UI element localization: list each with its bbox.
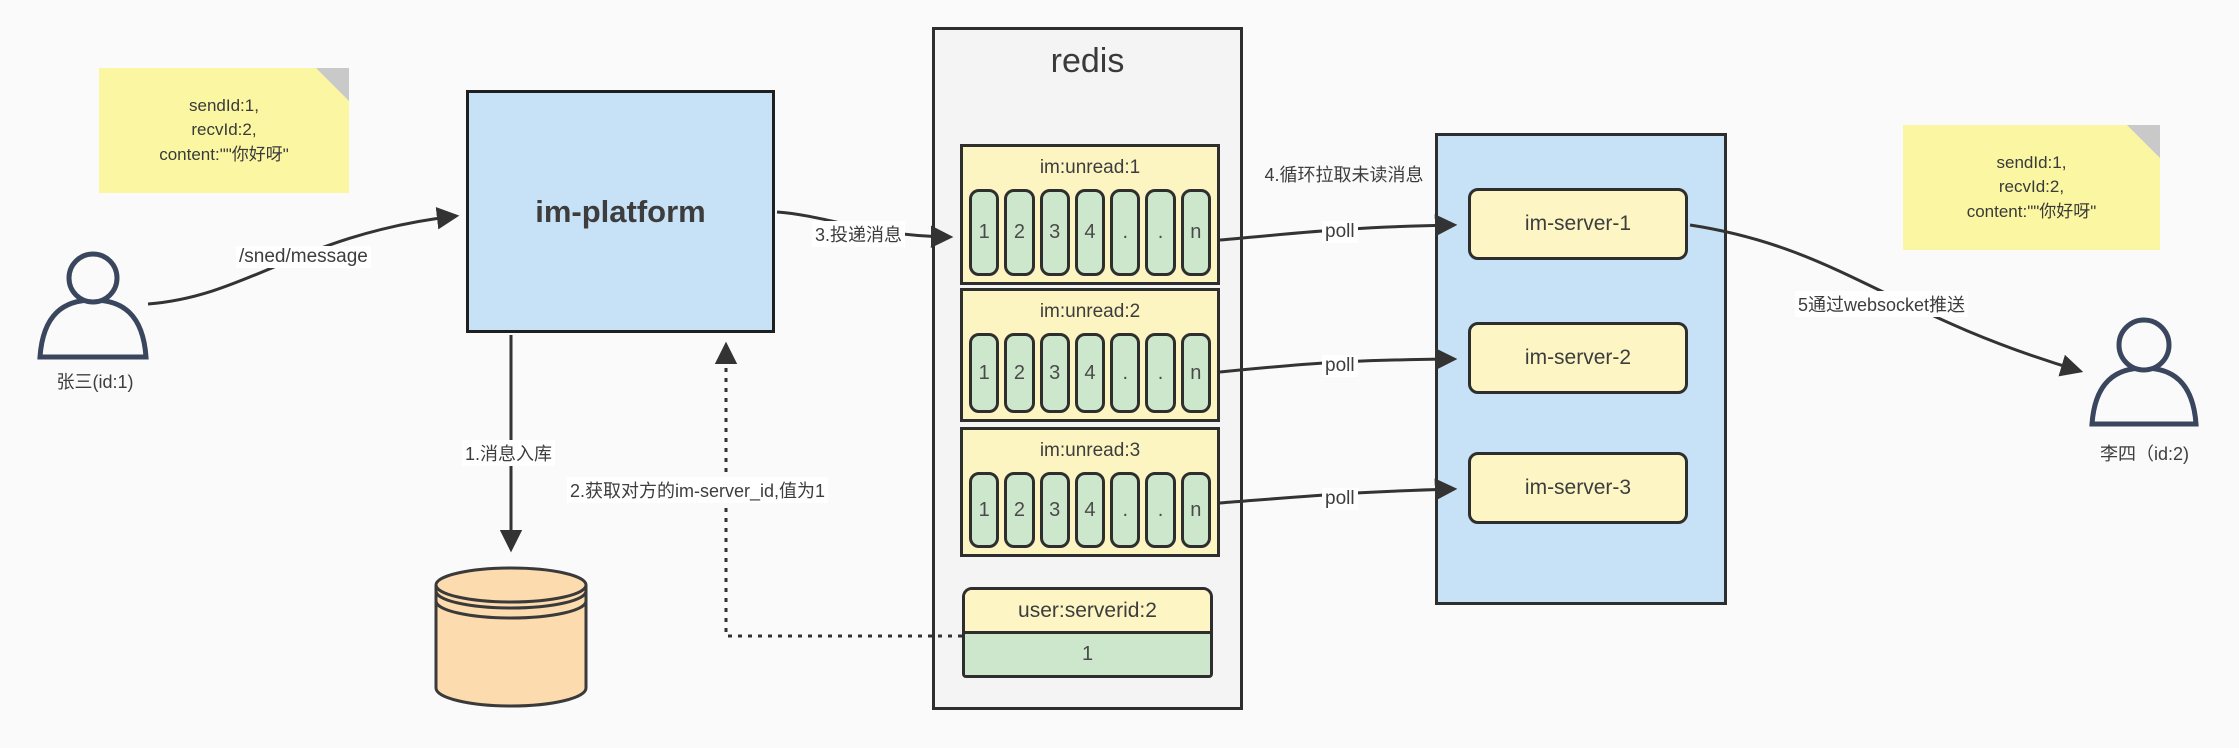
queue-cell: 3: [1039, 333, 1070, 413]
redis-title: redis: [1050, 42, 1125, 80]
queue-cell: .: [1145, 189, 1176, 276]
queue-cell: 4: [1074, 333, 1106, 413]
poll-label-1: poll: [1322, 221, 1358, 243]
note-line: content:""你好呀": [1966, 201, 2097, 221]
queue-cell: 3: [1039, 189, 1070, 276]
im-platform-label: im-platform: [535, 193, 706, 229]
message-note-right: sendId:1, recvId:2, content:""你好呀": [1903, 125, 2160, 250]
queue-cell: .: [1110, 189, 1141, 276]
kv-key: user:serverid:2: [965, 590, 1210, 634]
step3-label: 3.投递消息: [812, 221, 906, 247]
note-line: recvId:2,: [191, 120, 257, 140]
poll-label-2: poll: [1322, 355, 1358, 377]
sender-label: 张三(id:1): [56, 372, 134, 392]
receiver-user-icon: [2089, 317, 2199, 427]
im-platform-box: im-platform: [466, 90, 775, 333]
note-line: content:""你好呀": [159, 144, 289, 164]
queue-cell: 1: [969, 472, 1000, 548]
note-line: recvId:2,: [1998, 177, 2065, 197]
queue-cell: .: [1110, 333, 1141, 413]
queue-cell: n: [1180, 333, 1211, 413]
queue-cell: .: [1145, 472, 1176, 548]
queue-cell: .: [1110, 472, 1141, 548]
queue-cell: 1: [969, 189, 1000, 276]
queue-cell: 1: [969, 333, 1000, 413]
queue-title: im:unread:3: [1039, 440, 1141, 461]
step2-label: 2.获取对方的im-server_id,值为1: [567, 477, 829, 503]
message-note-left: sendId:1, recvId:2, content:""你好呀": [99, 68, 349, 193]
im-server-3-box: im-server-3: [1468, 452, 1688, 524]
mysql-cylinder-icon: [434, 566, 588, 708]
queue-cell: .: [1145, 333, 1176, 413]
redis-kv-user-serverid: user:serverid:2 1: [962, 587, 1213, 678]
queue-cell: 2: [1004, 333, 1035, 413]
step4-label: 4.循环拉取未读消息: [1264, 165, 1424, 185]
queue-cell: 2: [1004, 189, 1035, 276]
redis-queue-unread-2: im:unread:2 1 2 3 4 . . n: [960, 288, 1220, 422]
note-line: sendId:1,: [189, 95, 259, 115]
im-server-1-label: im-server-1: [1524, 212, 1632, 235]
redis-queue-unread-1: im:unread:1 1 2 3 4 . . n: [960, 144, 1220, 285]
queue-cell: 4: [1074, 189, 1106, 276]
queue-cell: 4: [1074, 472, 1106, 548]
queue-cell: 2: [1004, 472, 1035, 548]
sender-user-icon: [37, 251, 149, 360]
queue-cell: n: [1180, 189, 1211, 276]
im-server-2-label: im-server-2: [1524, 346, 1632, 369]
queue-cells: 1 2 3 4 . . n: [963, 472, 1217, 554]
queue-title: im:unread:1: [1039, 157, 1141, 178]
send-api-label: /sned/message: [236, 246, 371, 268]
queue-cells: 1 2 3 4 . . n: [963, 333, 1217, 419]
step5-label: 5通过websocket推送: [1795, 291, 1969, 317]
queue-cell: n: [1180, 472, 1211, 548]
receiver-label: 李四（id:2): [2099, 444, 2189, 464]
poll-label-3: poll: [1322, 488, 1358, 510]
kv-value: 1: [965, 634, 1210, 675]
im-server-3-label: im-server-3: [1524, 476, 1632, 499]
im-server-2-box: im-server-2: [1468, 322, 1688, 394]
queue-cell: 3: [1039, 472, 1070, 548]
step1-label: 1.消息入库: [462, 440, 556, 466]
queue-cells: 1 2 3 4 . . n: [963, 189, 1217, 282]
redis-queue-unread-3: im:unread:3 1 2 3 4 . . n: [960, 427, 1220, 557]
queue-title: im:unread:2: [1039, 301, 1141, 322]
im-server-1-box: im-server-1: [1468, 188, 1688, 260]
note-line: sendId:1,: [1996, 152, 2067, 172]
